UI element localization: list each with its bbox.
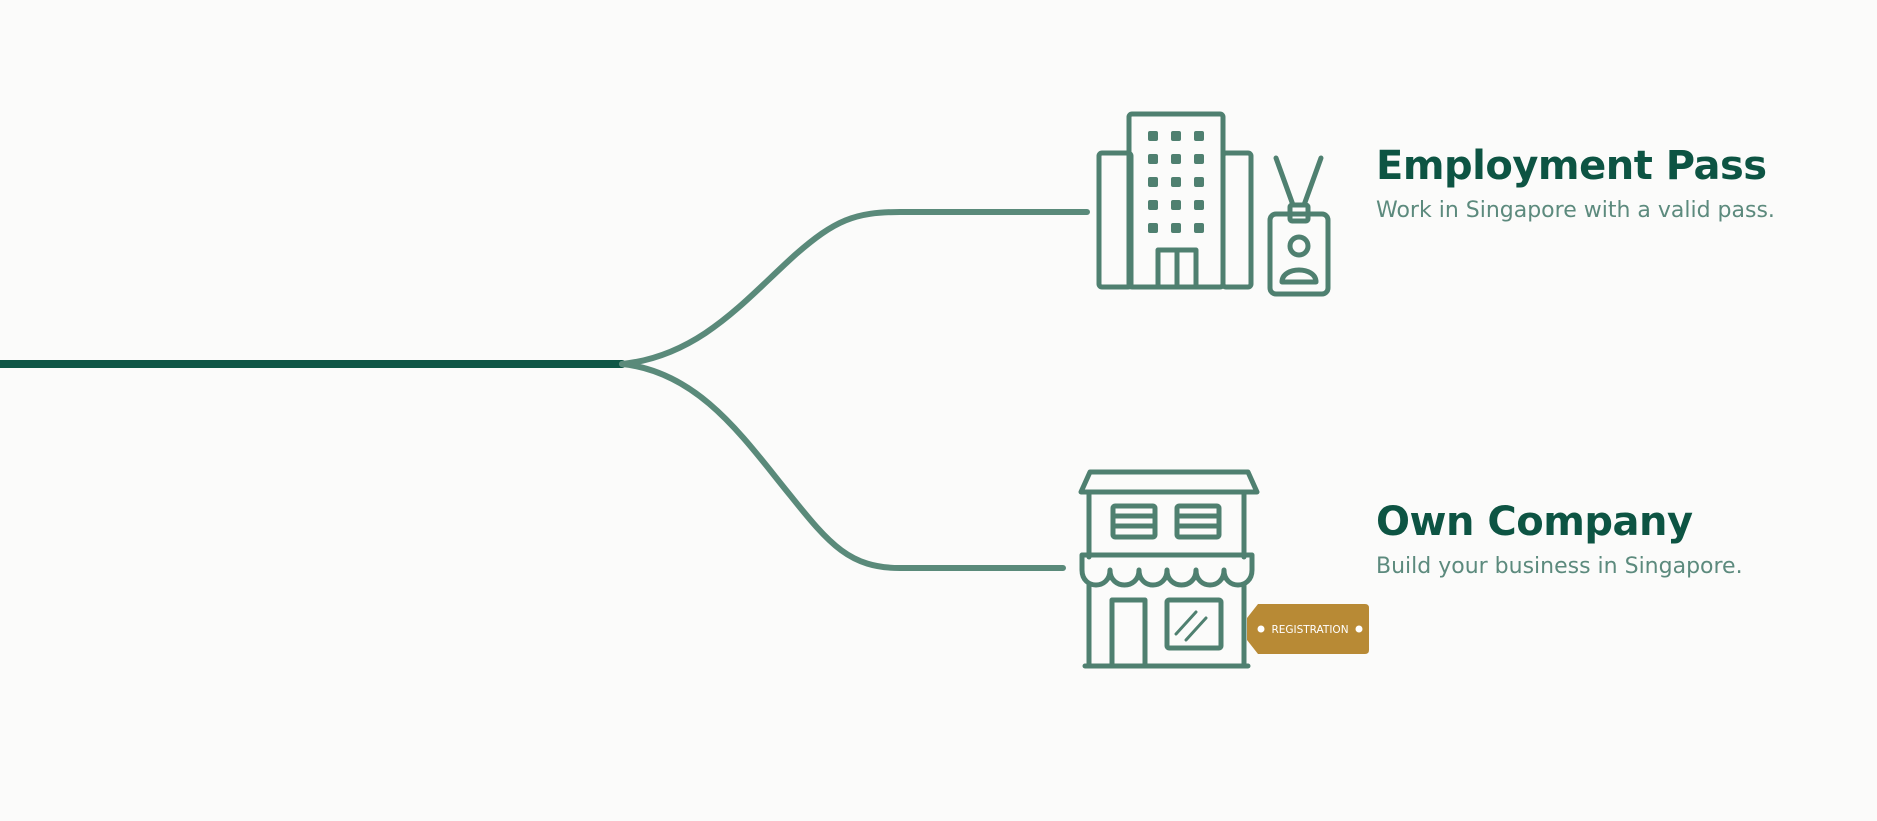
branch-line-employment-pass [619, 209, 1090, 367]
storefront-icon [1078, 469, 1260, 669]
office-windows [1148, 131, 1204, 233]
office-building-icon [1096, 111, 1254, 290]
option-title: Employment Pass [1376, 143, 1767, 189]
option-title: Own Company [1376, 499, 1693, 545]
option-description: Work in Singapore with a valid pass. [1376, 198, 1775, 223]
id-badge-icon [1267, 155, 1331, 297]
branch-line-own-company [619, 361, 1066, 571]
option-description: Build your business in Singapore. [1376, 554, 1743, 579]
registration-tag-label: REGISTRATION [1271, 624, 1348, 636]
registration-tag: REGISTRATION [1247, 604, 1369, 654]
option-employment-pass: Employment Pass Work in Singapore with a… [1376, 142, 1775, 226]
option-own-company: Own Company Build your business in Singa… [1376, 498, 1743, 582]
